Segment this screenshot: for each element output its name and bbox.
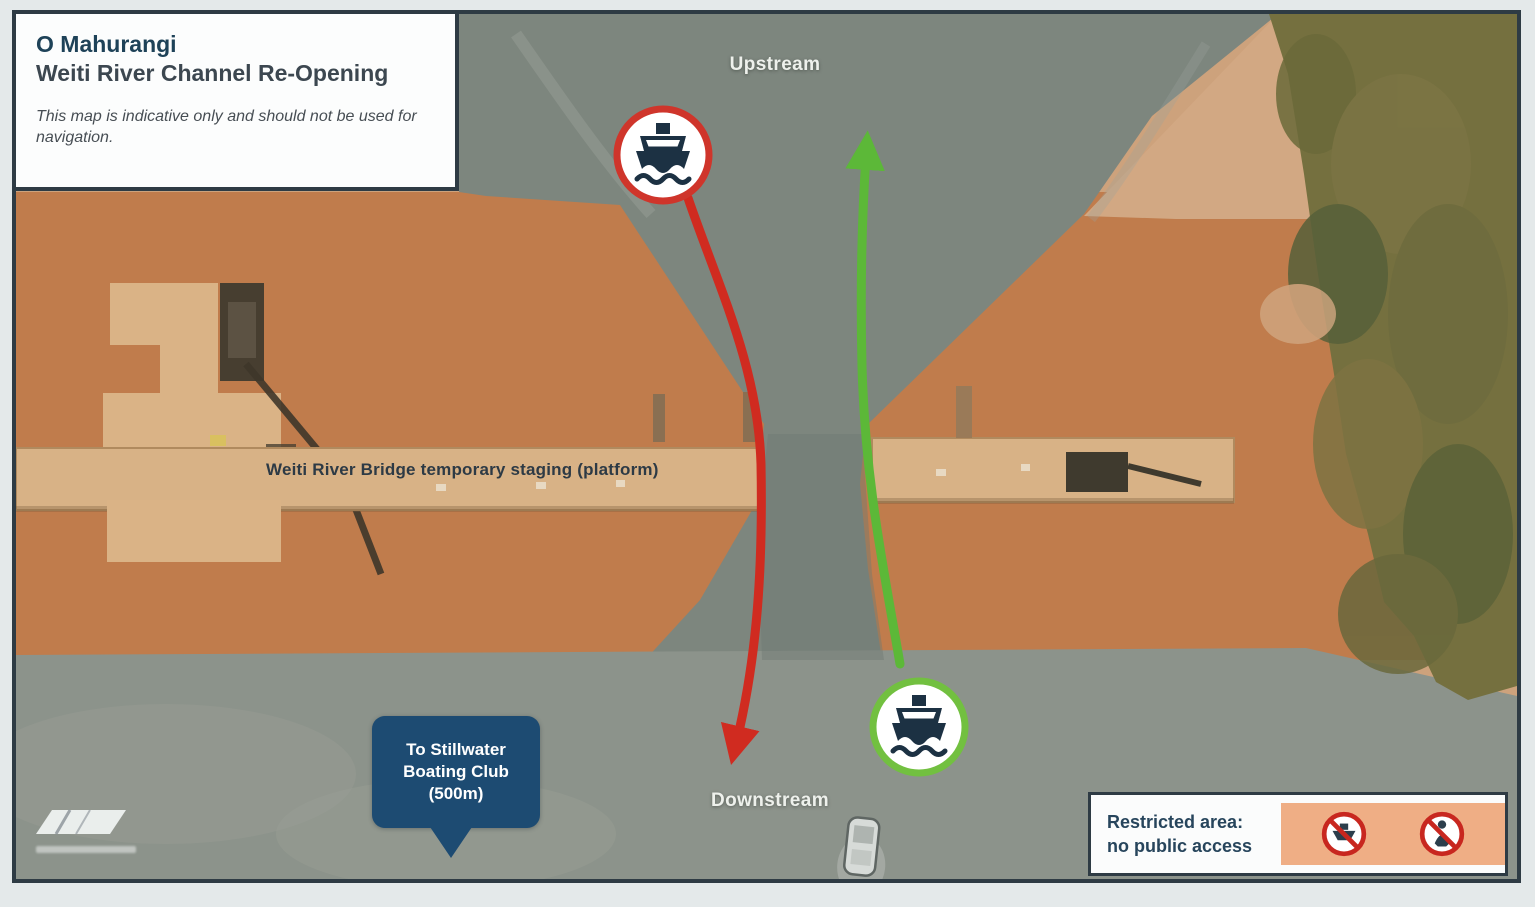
closed-channel-boat-marker bbox=[613, 105, 713, 205]
channel-water bbox=[758, 434, 884, 660]
water-patch bbox=[16, 704, 356, 844]
bridge-label: Weiti River Bridge temporary staging (pl… bbox=[266, 460, 659, 479]
callout-line: Boating Club bbox=[403, 761, 509, 781]
map-title: Weiti River Channel Re-Opening bbox=[36, 59, 389, 86]
aerial-map: O Mahurangi Weiti River Channel Re-Openi… bbox=[12, 10, 1521, 883]
restricted-area-swatch bbox=[1280, 803, 1505, 865]
ferry-boat-icon bbox=[890, 695, 948, 757]
legend-text-line1: Restricted area: bbox=[1107, 811, 1244, 832]
title-box: O Mahurangi Weiti River Channel Re-Openi… bbox=[16, 14, 459, 191]
disclaimer-note: This map is indicative only and should n… bbox=[36, 107, 417, 147]
legend-text-line2: no public access bbox=[1107, 836, 1253, 856]
callout-line: To Stillwater bbox=[406, 739, 506, 759]
no-public-access-prohibition-icon bbox=[1419, 811, 1465, 857]
upstream-label: Upstream bbox=[729, 54, 821, 75]
small-boat bbox=[837, 816, 886, 879]
legend-text: Restricted area: no public access bbox=[1091, 810, 1279, 859]
logo-mark-icon bbox=[36, 809, 126, 835]
bridge-platform bbox=[16, 386, 1235, 562]
shore-sand bbox=[1084, 14, 1340, 219]
downstream-label: Downstream bbox=[710, 790, 830, 811]
stillwater-callout: To Stillwater Boating Club (500m) bbox=[372, 716, 540, 858]
restricted-area-legend: Restricted area: no public access bbox=[1088, 792, 1508, 876]
vegetation-texture bbox=[1260, 34, 1513, 674]
callout-pointer bbox=[428, 824, 474, 858]
logo-wordmark bbox=[36, 846, 136, 853]
open-channel-arrow bbox=[845, 130, 905, 669]
project-name: O Mahurangi bbox=[36, 31, 177, 57]
ferry-boat-icon bbox=[634, 123, 692, 185]
project-logo bbox=[36, 808, 146, 856]
water-streak bbox=[1087, 41, 1211, 223]
closed-channel-arrow bbox=[683, 193, 766, 766]
open-channel-boat-marker bbox=[869, 677, 969, 777]
no-boating-prohibition-icon bbox=[1321, 811, 1366, 857]
callout-line: (500m) bbox=[428, 784, 484, 804]
